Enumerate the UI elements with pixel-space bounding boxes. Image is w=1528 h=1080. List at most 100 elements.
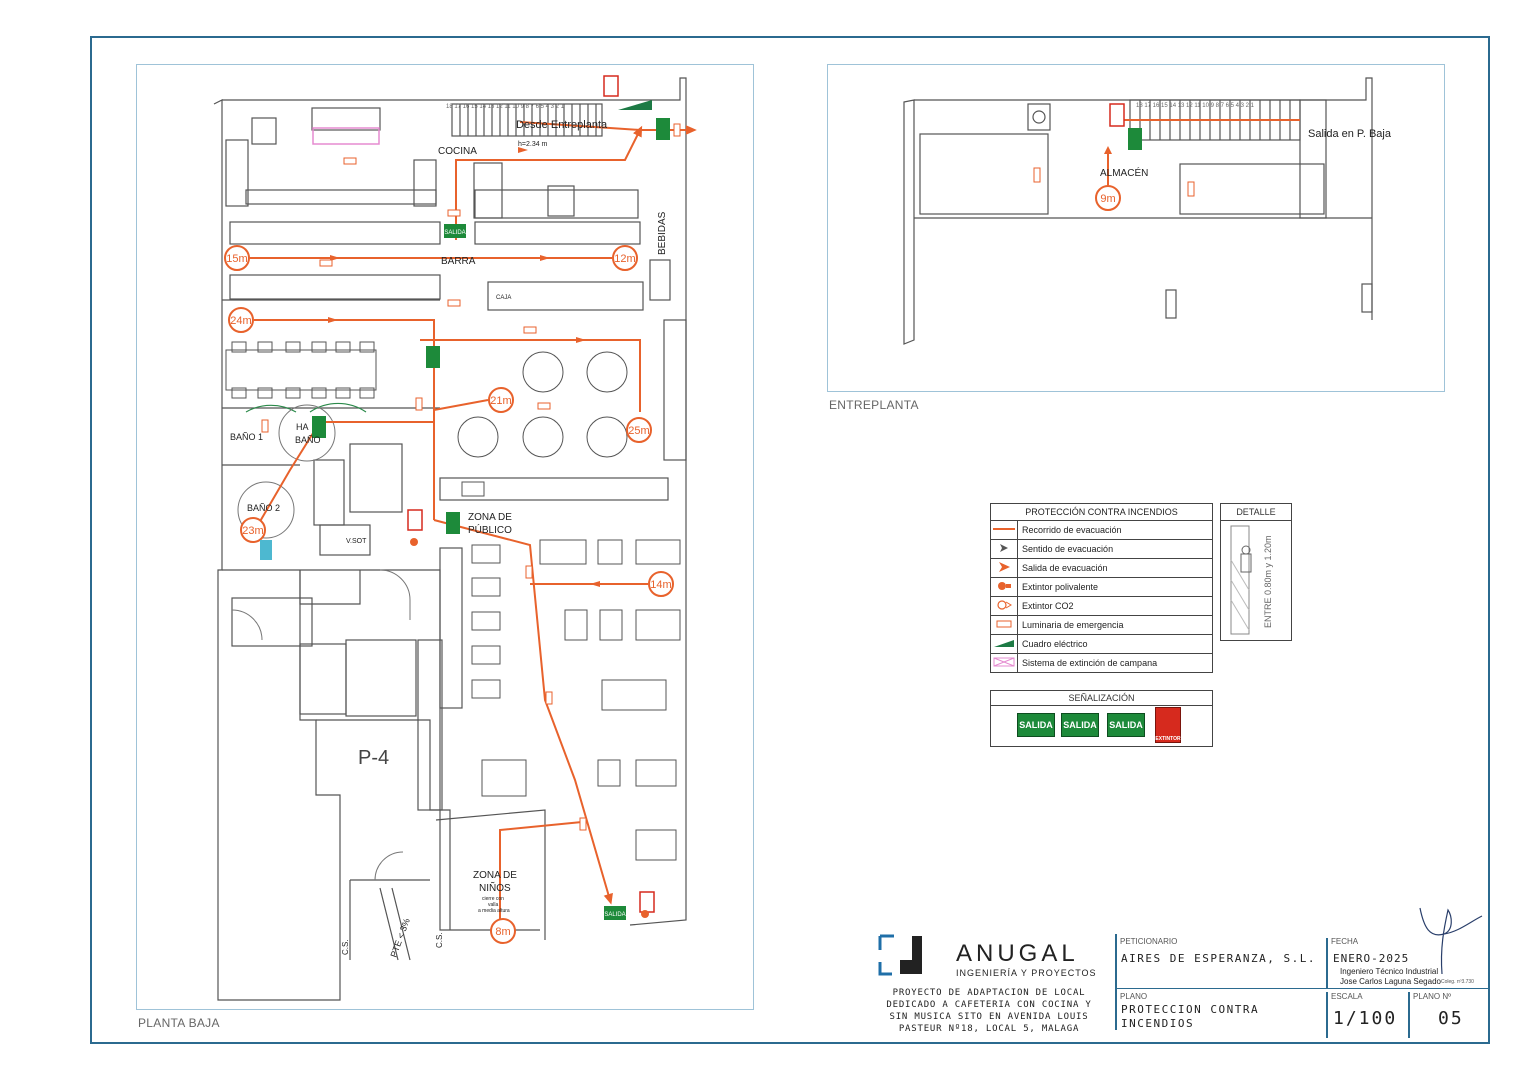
emergency-light-icon [1033,167,1041,183]
exit-sign-icon [260,118,670,920]
exit-arrow-icon [999,562,1010,572]
legend-item: Salida de evacuación [1017,558,1213,578]
room-label-zona-publico: PÚBLICO [468,523,512,536]
entreplanta-panel [827,64,1445,392]
room-label-bano2: BAÑO 2 [247,503,280,513]
peticionario-value: AIRES DE ESPERANZA, S.L. [1121,952,1316,965]
detail-height-text: ENTRE 0.80m y 1.20m [1263,535,1273,628]
planta-baja-panel [136,64,754,1010]
vsot-label: V.SOT [346,538,367,545]
room-label-zona-publico: ZONA DE [468,512,512,523]
exit-sign: SALIDA [1017,713,1055,737]
planta-baja-plan: 15m 12m 24m 21m 25m 23m 14m 8m SALIDA SA… [213,75,697,1001]
room-label-bano: BAÑO [295,435,321,445]
distance-24m: 24m [230,315,251,327]
project-description: PROYECTO DE ADAPTACION DE LOCAL DEDICADO… [866,987,1112,1035]
legend-title: PROTECCIÓN CONTRA INCENDIOS [990,503,1213,521]
signature [1419,907,1483,975]
signage-box: SEÑALIZACIÓN SALIDA SALIDA SALIDA EXTINT… [990,690,1213,747]
extinguisher-icon [1109,103,1125,127]
entreplanta-plan: 9m ALMACÉN Salida en P. Baja 18 17 16 15… [903,77,1392,345]
title-block-divider [1115,934,1117,1030]
legend-item: Extintor polivalente [1017,577,1213,597]
salida-en-pb-label: Salida en P. Baja [1308,128,1392,140]
distance-21m: 21m [490,395,511,407]
fecha-label: FECHA [1331,937,1359,946]
legend-item: Extintor CO2 [1017,596,1213,616]
legend-item: Luminaria de emergencia [1017,615,1213,635]
room-label-caja: CAJA [496,295,511,301]
distance-12m: 12m [614,253,635,265]
legend-item: Sentido de evacuación [1017,539,1213,559]
entreplanta-distance-9m: 9m [1100,193,1115,205]
distance-15m: 15m [226,253,247,265]
hood-extinction-icon [993,657,1015,667]
exit-sign-right-arrow: SALIDA [1061,713,1099,737]
colegiado-number: Coleg. nº3.730 [1441,979,1474,985]
title-block-divider [1326,992,1328,1038]
detail-title: DETALLE [1221,504,1291,521]
direction-arrow-icon [1000,544,1008,552]
distance-25m: 25m [628,425,649,437]
legend-table: PROTECCIÓN CONTRA INCENDIOS Recorrido de… [990,503,1213,673]
emergency-light-icon [996,620,1012,628]
distance-23m: 23m [242,525,263,537]
title-block-divider [1408,992,1410,1038]
entreplanta-caption: ENTREPLANTA [829,398,919,412]
ninos-fence-note: cierre con [482,896,504,902]
detail-drawing: ENTRE 0.80m y 1.20m [1230,525,1273,635]
peticionario-label: PETICIONARIO [1120,937,1178,946]
fecha-value: ENERO-2025 [1333,952,1410,965]
distance-14m: 14m [650,579,671,591]
stair-step-numbers: 18 17 16 15 14 13 12 11 10 9 8 7 6 5 4 3… [446,104,565,110]
project-line: DEDICADO A CAFETERIA CON COCINA Y [886,1000,1092,1010]
extinguisher-sign: EXTINTOR [1155,707,1181,743]
title-block-hline [1116,988,1490,989]
plano-number-value: 05 [1438,1008,1464,1029]
title-block-divider [1326,938,1328,988]
distance-8m: 8m [495,926,510,938]
plano-title-line: INCENDIOS [1121,1017,1195,1030]
planta-baja-caption: PLANTA BAJA [138,1016,220,1030]
stair-height-note: h=2.34 m [518,141,548,148]
room-label-bano1: BAÑO 1 [230,432,263,442]
company-name: ANUGAL [956,940,1079,967]
ninos-fence-note: valla [488,902,499,908]
exit-sign-label: SALIDA [444,230,465,236]
exit-sign-icon [1128,128,1142,150]
project-line: SIN MUSICA SITO EN AVENIDA LOUIS [889,1012,1089,1022]
plano-title-line: PROTECCION CONTRA [1121,1003,1260,1016]
room-label-zona-ninos: ZONA DE [473,870,517,881]
legend-item: Sistema de extinción de campana [1017,653,1213,673]
escala-value: 1/100 [1333,1008,1398,1029]
engineer-title: Ingeniero Técnico Industrial [1340,967,1439,976]
detail-box: DETALLE ENTRE 0.80m y 1.20m [1220,503,1292,641]
exit-sign-label: SALIDA [604,912,625,918]
p4-label: P-4 [358,747,389,769]
project-line: PROYECTO DE ADAPTACION DE LOCAL [892,988,1086,998]
room-label-barra: BARRA [441,256,476,267]
escala-label: ESCALA [1331,992,1363,1001]
room-label-bebidas: BEBIDAS [657,211,668,255]
room-label-cocina: COCINA [438,146,477,157]
room-label-ha: HA [296,422,309,432]
engineer-name: Jose Carlos Laguna Segado [1340,977,1441,986]
plano-label: PLANO [1120,992,1148,1001]
legend-item: Recorrido de evacuación [1017,520,1213,540]
drawing-frame [90,36,1490,1044]
cs-label: C.S. [435,932,444,948]
electrical-panel-icon [994,640,1014,647]
plano-number-label: PLANO Nº [1413,992,1452,1001]
emergency-light-icon [261,123,681,831]
exit-sign-left-arrow: SALIDA [1107,713,1145,737]
stair-step-numbers: 18 17 16 15 14 13 12 11 10 9 8 7 6 5 4 3… [1136,103,1255,109]
room-label-zona-ninos: NIÑOS [479,881,511,894]
signage-title: SEÑALIZACIÓN [991,691,1212,706]
co2-extinguisher-icon [997,600,1012,610]
anugal-logo [878,934,922,976]
cs-label: C.S. [341,939,350,955]
company-subtitle: INGENIERÍA Y PROYECTOS [956,968,1097,978]
extinguisher-icon [407,75,655,918]
project-line: PASTEUR Nº18, LOCAL 5, MALAGA [898,1024,1080,1034]
extinguisher-icon [998,582,1011,590]
